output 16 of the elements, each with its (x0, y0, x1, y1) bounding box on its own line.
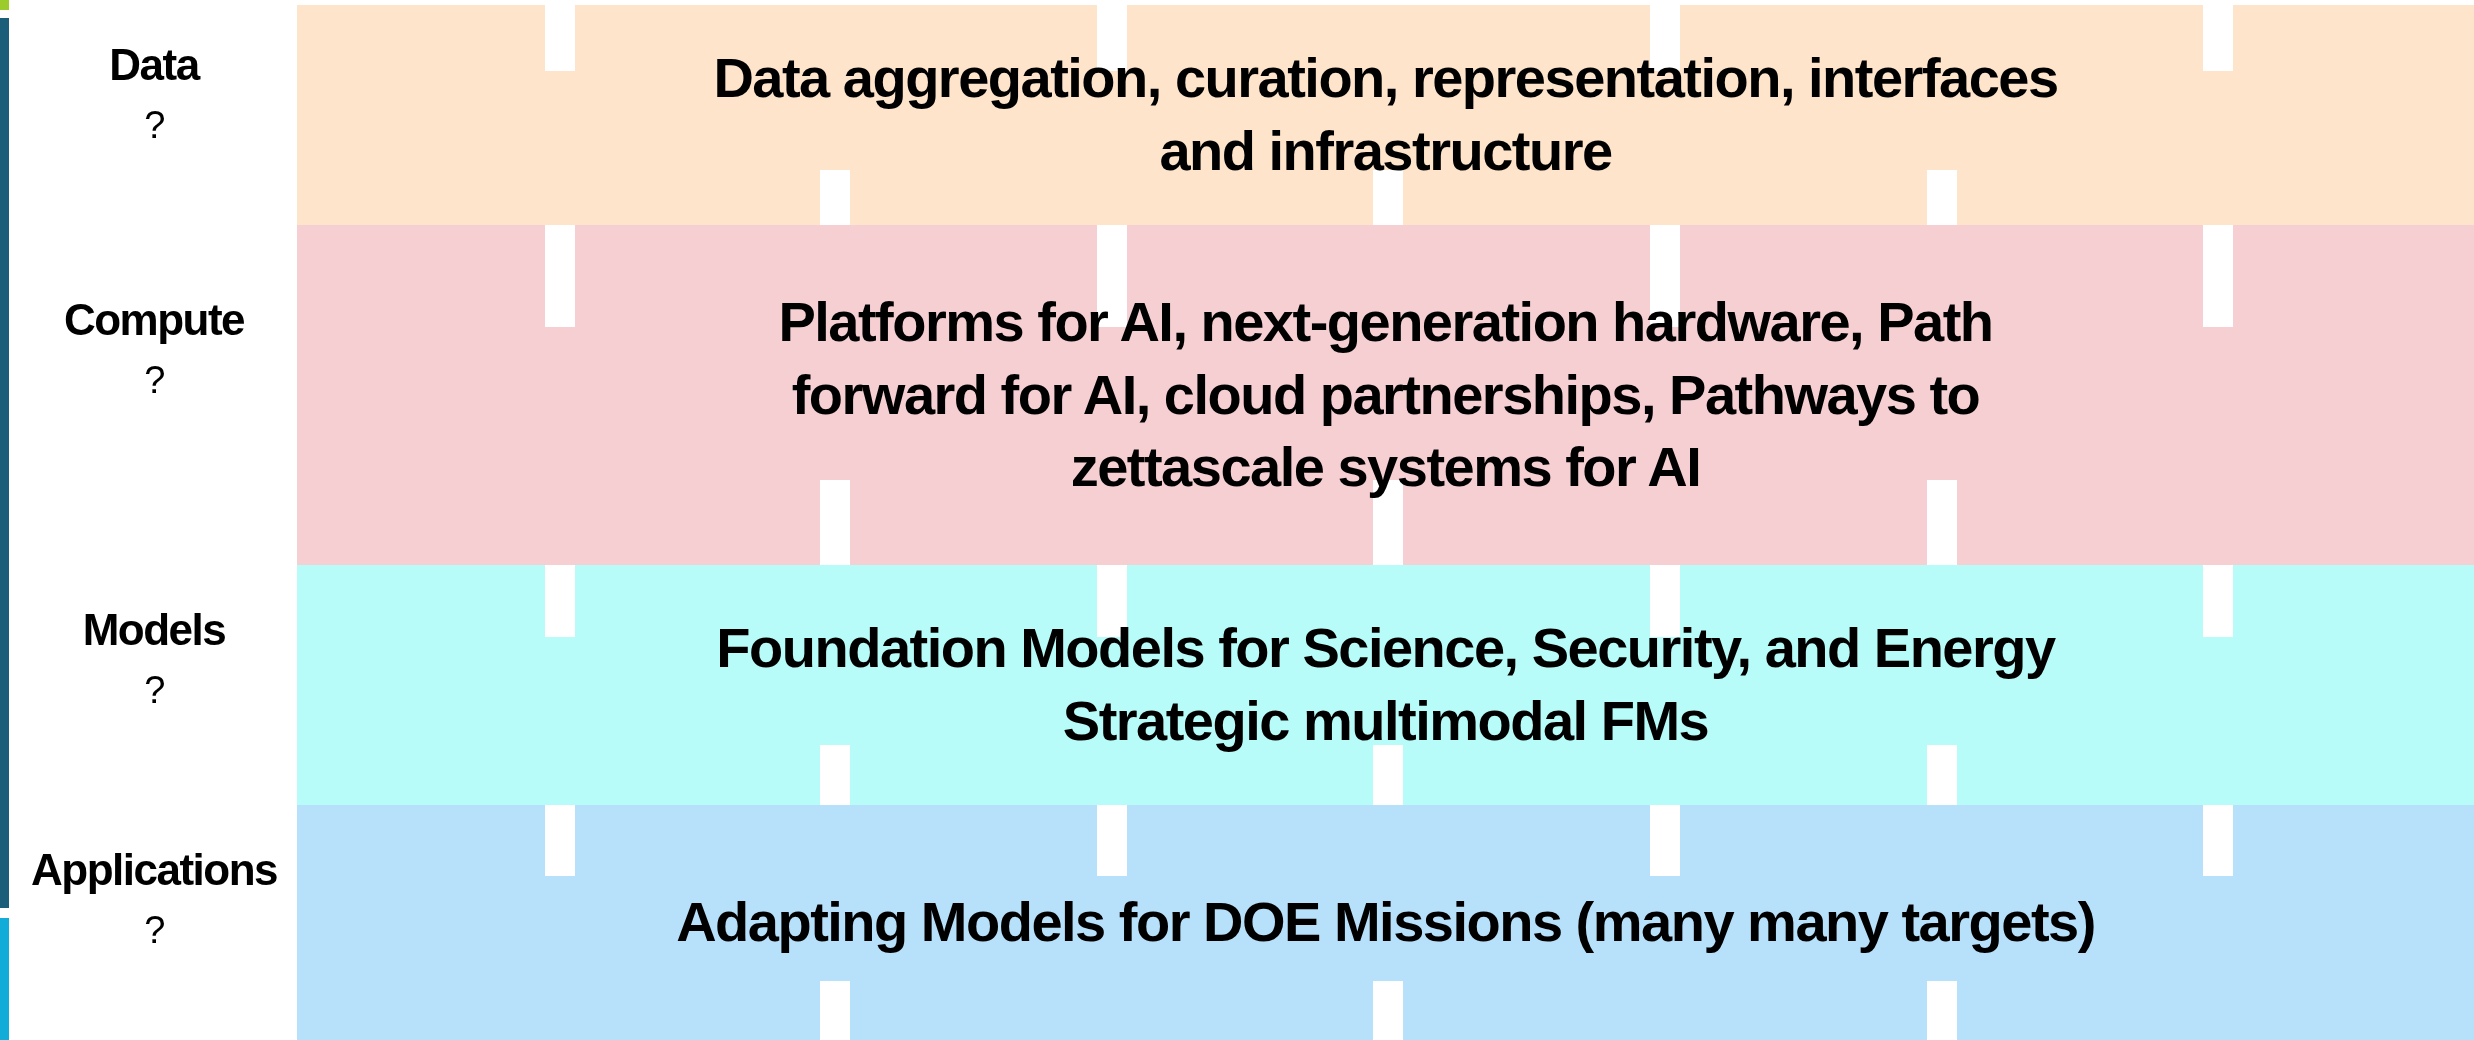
layer-label: Applications (30, 845, 278, 895)
layer-label: Compute (62, 295, 246, 345)
question-mark: ? (143, 669, 165, 712)
layer-description: Foundation Models for Science, Security, and Energy Strategic multimodal FMs (715, 615, 2057, 754)
layer-label: Data (108, 40, 201, 90)
layer-band (297, 805, 2474, 1040)
layer-description: Data aggregation, curation, representation, interfaces and infrastructure (712, 45, 2059, 184)
question-mark: ? (143, 104, 165, 147)
layer-label: Models (81, 605, 227, 655)
layer-band (297, 5, 2474, 225)
question-mark: ? (143, 909, 165, 952)
layer-description: Adapting Models for DOE Missions (many many targets) (676, 889, 2095, 956)
layer-band (297, 565, 2474, 805)
layer-band (297, 225, 2474, 565)
question-mark: ? (143, 359, 165, 402)
layer-description: Platforms for AI, next-generation hardware, Path forward for AI, cloud partnerships, Pathways to zettascale systems for AI (777, 288, 1994, 501)
